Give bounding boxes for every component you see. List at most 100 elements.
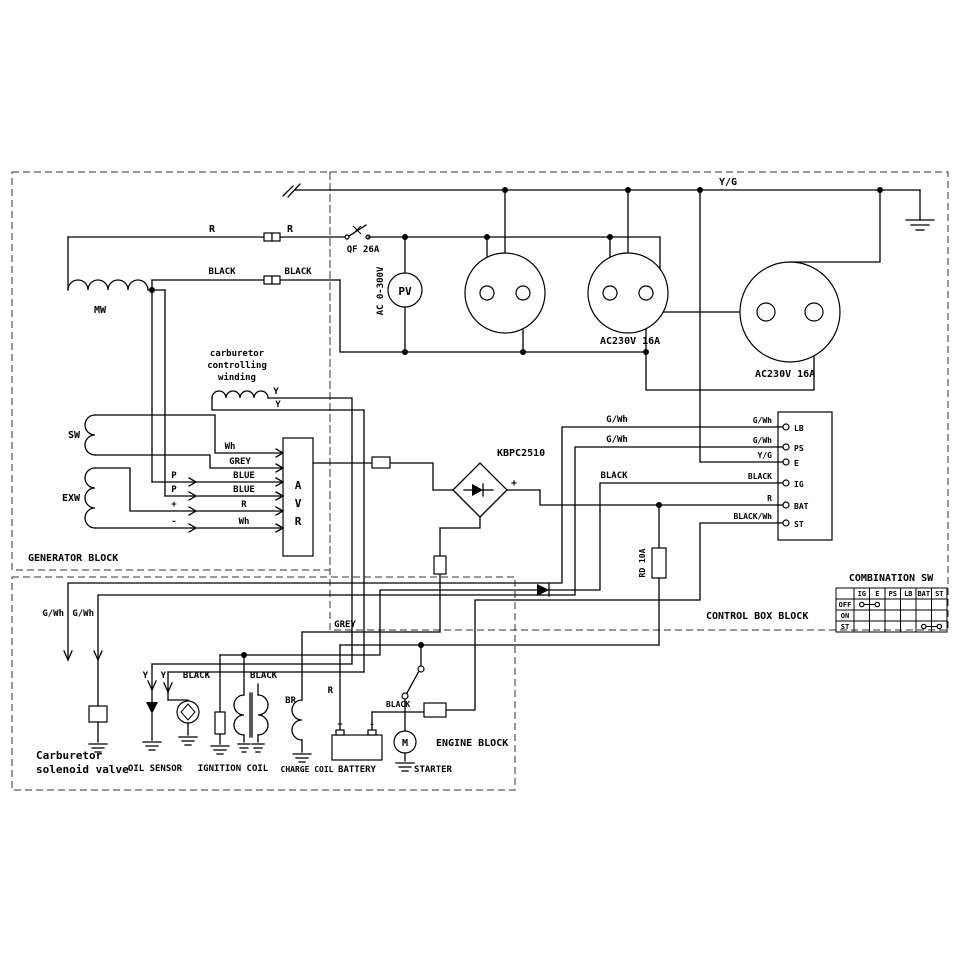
avr-letter-v: V — [295, 497, 302, 510]
wire-connector — [263, 275, 273, 285]
socket-large-label: AC230V 16A — [755, 369, 815, 380]
avr-terminal-minus: - — [171, 517, 176, 527]
wire-connector — [433, 555, 447, 575]
rectifier-bridge — [312, 456, 660, 529]
combo-col-lb: LB — [904, 590, 912, 598]
breaker-qf — [344, 224, 371, 240]
breaker-label: QF 26A — [347, 245, 380, 255]
mw-label: MW — [94, 305, 107, 316]
wire-connector — [263, 232, 273, 242]
oil-diode — [537, 583, 550, 597]
avr-in-blue1-label: BLUE — [233, 471, 255, 481]
pin-label-e: E — [794, 459, 799, 468]
starter-label: STARTER — [414, 765, 453, 775]
wire-connector — [271, 275, 281, 285]
wire-connector — [271, 232, 281, 242]
earth-bus — [282, 183, 935, 463]
pin-wire-label-ig: BLACK — [748, 472, 772, 481]
avr-input-arrows — [188, 448, 285, 533]
fuse-label: RD 10A — [638, 548, 647, 577]
pin-label-ig: IG — [794, 480, 804, 489]
starter-motor-label: M — [402, 738, 408, 749]
combo-col-bat: BAT — [917, 590, 930, 598]
y-wire-label-2: Y — [275, 400, 281, 410]
exw-winding — [84, 467, 284, 529]
gwh-wire-label-2: G/Wh — [72, 609, 94, 619]
avr-unit — [151, 437, 314, 557]
battery-plus-label: + — [337, 720, 343, 730]
black-wire-label-2: BLACK — [284, 267, 312, 277]
engine-block-label: ENGINE BLOCK — [436, 738, 508, 749]
voltmeter-label: PV — [398, 285, 412, 298]
avr-in-grey-label: GREY — [229, 457, 251, 467]
avr-terminal-p1: P — [171, 471, 177, 481]
avr-in-wh2-label: Wh — [239, 517, 250, 527]
rectifier-label: KBPC2510 — [497, 448, 545, 459]
combo-contact-marks — [858, 601, 943, 630]
socket-2 — [587, 252, 669, 334]
wire-connector — [371, 456, 391, 469]
avr-in-r-label: R — [241, 500, 247, 510]
earth-wire-label: Y/G — [719, 177, 737, 188]
starter — [393, 644, 447, 772]
avr-letter-a: A — [295, 479, 302, 492]
charge-coil — [291, 527, 447, 763]
avr-letter-r: R — [295, 515, 302, 528]
ignition-coil-label: IGNITION COIL — [198, 764, 269, 774]
pin-wire-label-e: Y/G — [758, 451, 773, 460]
gwh-wire-label-1: G/Wh — [42, 609, 64, 619]
carburetor-winding — [211, 390, 365, 673]
socket-small-label: AC230V 16A — [600, 336, 660, 347]
ignition-coil — [210, 683, 269, 755]
oil-sensor — [142, 663, 365, 751]
carb-winding-label-2: controlling — [207, 360, 267, 371]
y-wire-label-3: Y — [143, 671, 149, 681]
pin-wire-label-bat: R — [767, 494, 772, 503]
harness-wires — [67, 426, 779, 731]
pin-wire-label-st: BLACK/Wh — [733, 512, 772, 521]
pin-wire-label-lb: G/Wh — [753, 416, 772, 425]
grey-wire-label: GREY — [334, 620, 356, 630]
socket-1 — [464, 252, 546, 334]
harness-gwh-mid-label-1: G/Wh — [606, 415, 628, 425]
sw-label: SW — [68, 430, 81, 441]
carburetor-solenoid-valve — [63, 650, 108, 753]
combination-sw-table — [835, 587, 948, 633]
pin-label-bat: BAT — [794, 502, 809, 511]
avr-in-wh-label: Wh — [225, 442, 236, 452]
ground-symbol-top-right — [905, 189, 935, 231]
black-wire-label-1: BLACK — [208, 267, 236, 277]
fuse — [651, 504, 667, 646]
carb-valve-label-1: Carburetor — [36, 749, 103, 762]
black-wire-label-3: BLACK — [183, 671, 211, 681]
oil-sensor-label: OIL SENSOR — [128, 764, 183, 774]
voltmeter-range-label: AC 0-300V — [376, 266, 386, 315]
charge-coil-label: CHARGE COIL — [281, 765, 334, 774]
carb-winding-label-3: winding — [218, 372, 256, 383]
sw-winding — [84, 414, 284, 469]
connector-block — [777, 411, 833, 541]
avr-in-blue2-label: BLUE — [233, 485, 255, 495]
combination-sw-title: COMBINATION SW — [849, 573, 934, 584]
carb-winding-label-1: carburetor — [210, 349, 265, 359]
socket-large — [739, 261, 841, 363]
battery-minus-label: - — [369, 720, 374, 730]
black-wire-label-5: BLACK — [386, 700, 410, 709]
combo-row-on: ON — [841, 612, 849, 620]
pin-wire-label-ps: G/Wh — [753, 436, 772, 445]
pin-label-ps: PS — [794, 444, 804, 453]
pin-label-st: ST — [794, 520, 804, 529]
combo-col-st: ST — [935, 590, 943, 598]
exw-label: EXW — [62, 493, 81, 504]
battery-label: BATTERY — [338, 765, 377, 775]
harness-gwh-mid-label-2: G/Wh — [606, 435, 628, 445]
combo-row-st: ST — [841, 623, 849, 631]
combo-row-off: OFF — [839, 601, 852, 609]
combo-col-ps: PS — [889, 590, 897, 598]
control-box-block-label: CONTROL BOX BLOCK — [706, 611, 808, 622]
br-wire-label: BR — [285, 696, 296, 706]
neutral-wire — [151, 275, 815, 391]
r-wire-label-3: R — [328, 686, 334, 696]
